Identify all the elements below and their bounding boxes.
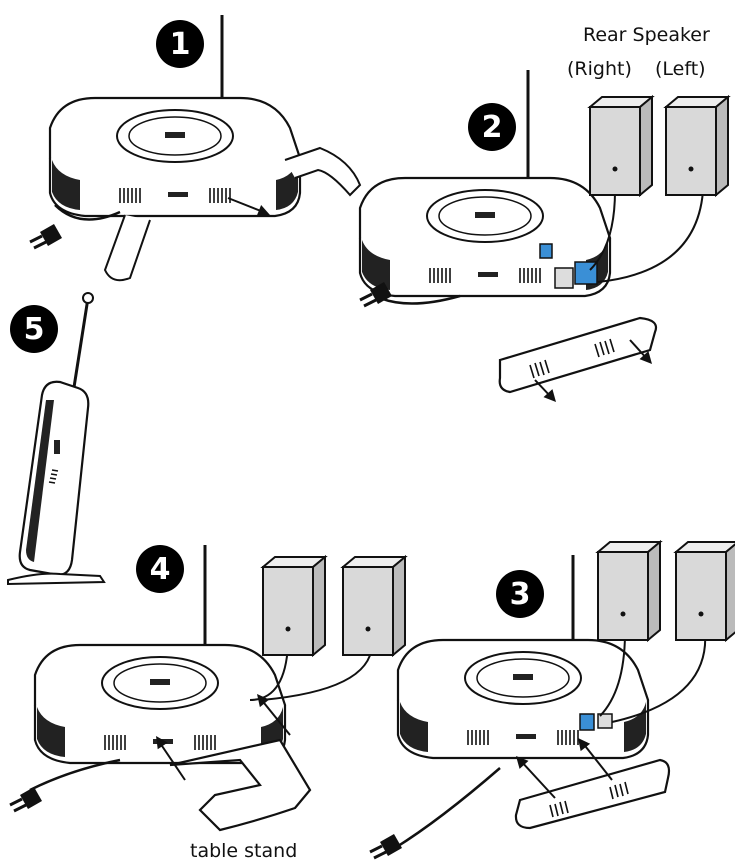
table-stand-label: table stand xyxy=(190,840,298,862)
step5-illustration xyxy=(7,292,106,586)
step3-speaker-left xyxy=(675,541,735,641)
step3-speaker-right xyxy=(597,541,661,641)
step4-speaker-left xyxy=(342,556,406,656)
step-4-badge: 4 xyxy=(136,545,184,593)
step1-illustration xyxy=(28,15,362,282)
rear-speaker-right xyxy=(589,96,653,196)
step-3-badge: 3 xyxy=(496,570,544,618)
right-label: (Right) xyxy=(567,58,632,80)
rear-speaker-left xyxy=(665,96,729,196)
step-5-badge: 5 xyxy=(10,305,58,353)
step3-illustration xyxy=(368,555,707,860)
step2-illustration xyxy=(358,70,705,407)
step-2-badge: 2 xyxy=(468,103,516,151)
rear-speaker-label: Rear Speaker xyxy=(583,24,710,46)
step-1-badge: 1 xyxy=(156,20,204,68)
left-label: (Left) xyxy=(655,58,706,80)
step4-speaker-right xyxy=(262,556,326,656)
